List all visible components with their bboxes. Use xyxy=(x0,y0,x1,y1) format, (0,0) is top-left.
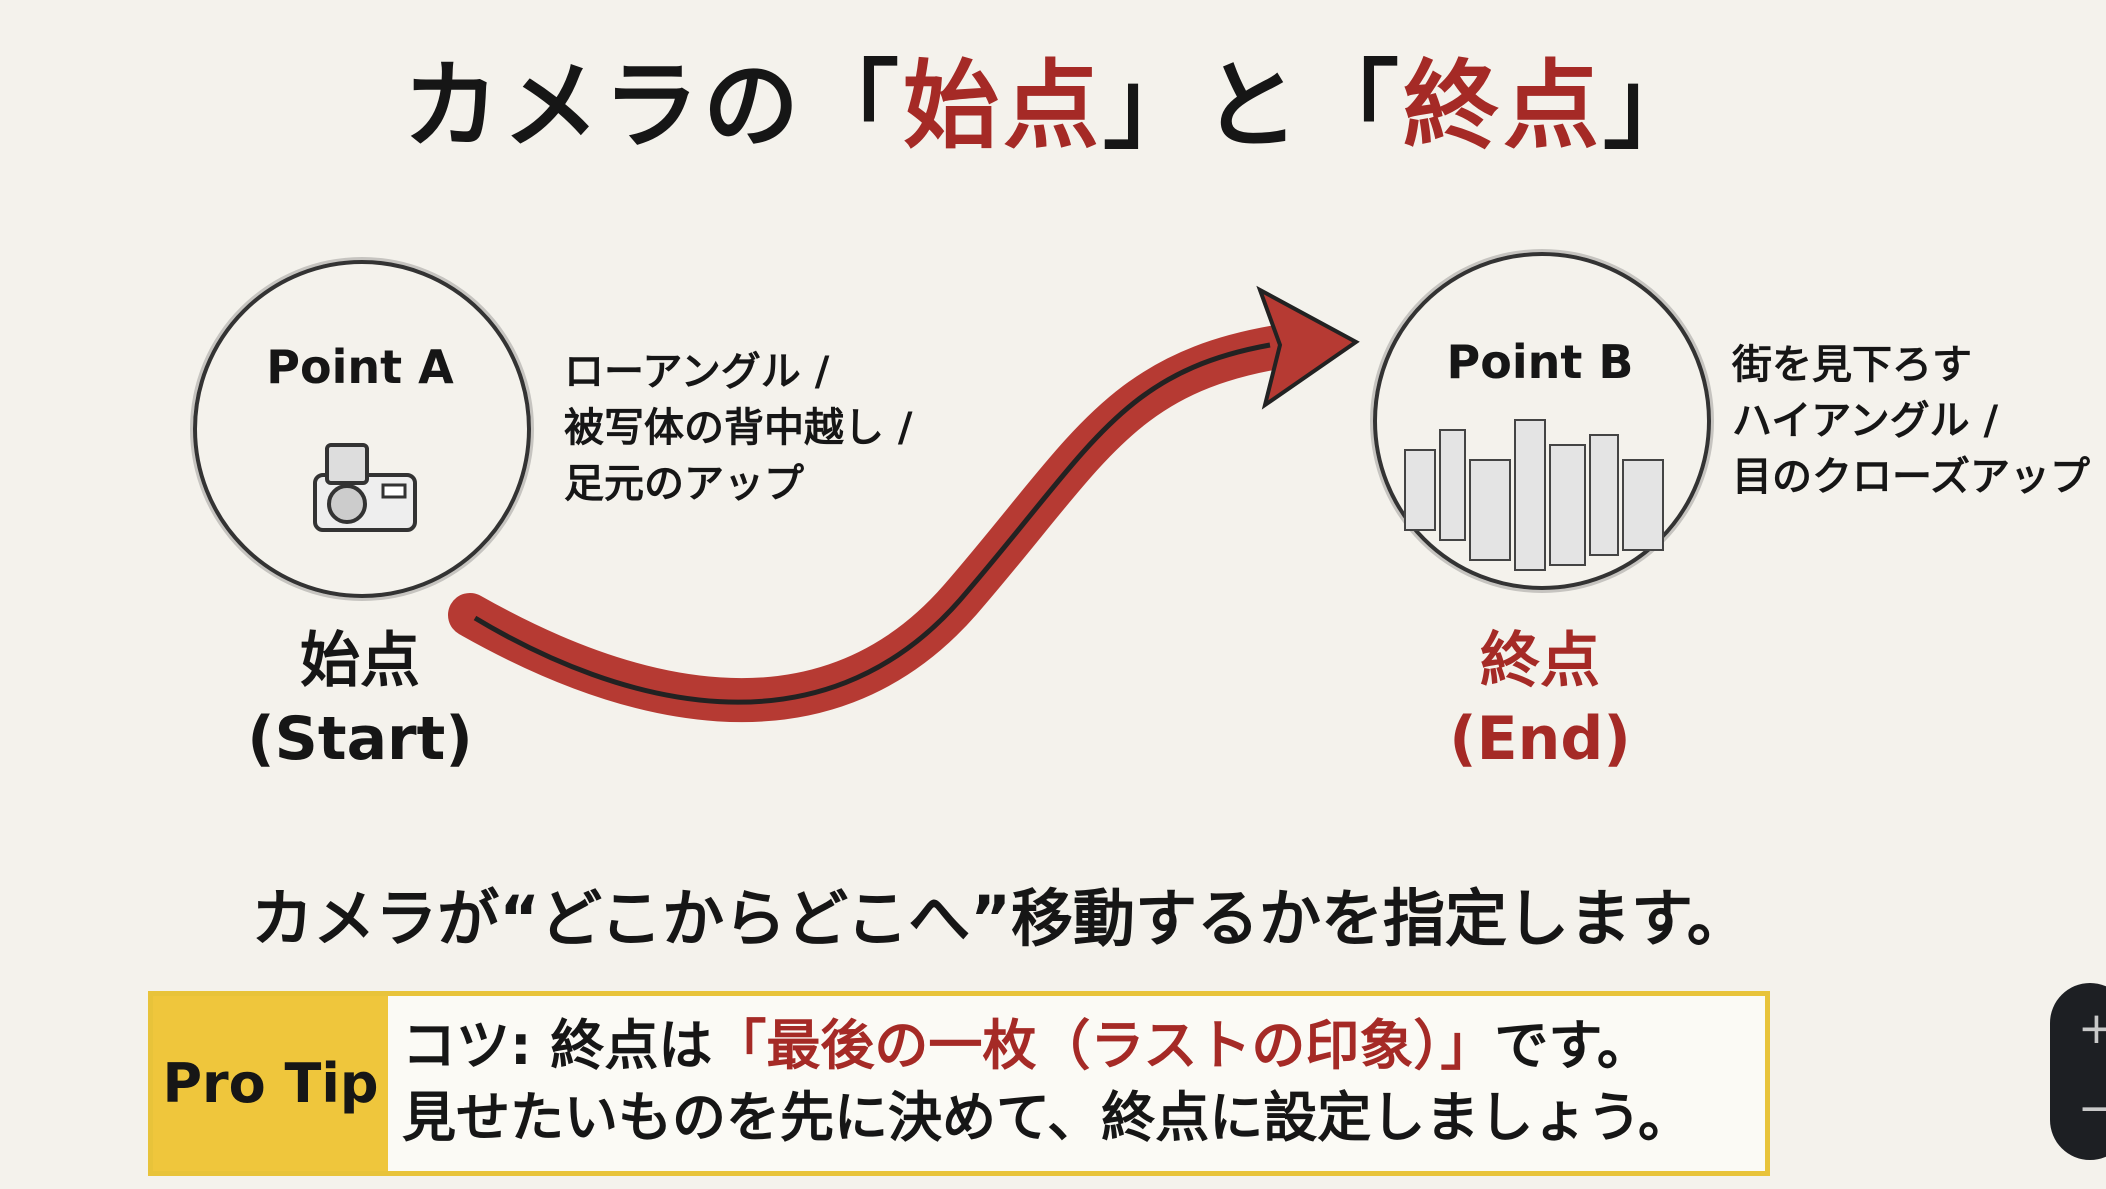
zoom-out-button[interactable]: − xyxy=(2078,1083,2106,1134)
page-title: カメラの「始点」と「終点」 xyxy=(0,28,2106,167)
tip-line1-highlight: 「最後の一枚（ラストの印象）」 xyxy=(712,1014,1495,1077)
title-suffix: 」 xyxy=(1603,50,1703,162)
title-end: 終点 xyxy=(1403,50,1603,162)
title-prefix: カメラの「 xyxy=(403,50,903,162)
point-a-name-en: (Start) xyxy=(247,704,473,774)
pro-tip-text: コツ: 終点は「最後の一枚（ラストの印象）」です。 見せたいものを先に決めて、終… xyxy=(388,996,1706,1171)
point-b-circle xyxy=(1373,252,1711,590)
cityscape-icon xyxy=(1404,419,1664,571)
pro-tip-label: Pro Tip xyxy=(153,996,388,1171)
subtitle: カメラが“どこからどこへ”移動するかを指定します。 xyxy=(251,882,1749,955)
point-b-name-en: (End) xyxy=(1449,704,1631,774)
tip-line1-suffix: です。 xyxy=(1494,1014,1651,1077)
pro-tip-box: Pro Tip コツ: 終点は「最後の一枚（ラストの印象）」です。 見せたいもの… xyxy=(148,991,1770,1176)
zoom-control: + − xyxy=(2050,983,2106,1160)
title-middle: 」と「 xyxy=(1103,50,1403,162)
point-a-description: ローアングル / 被写体の背中越し / 足元のアップ xyxy=(564,349,913,507)
zoom-in-button[interactable]: + xyxy=(2078,1003,2106,1054)
camera-icon xyxy=(313,443,417,532)
point-a-circle xyxy=(193,260,531,598)
point-b-label: Point B xyxy=(1446,335,1634,389)
tip-line2: 見せたいものを先に決めて、終点に設定しましょう。 xyxy=(402,1086,1693,1149)
point-b-name: 終点 xyxy=(1480,626,1600,696)
point-a-label: Point A xyxy=(266,340,454,394)
point-b-description: 街を見下ろす ハイアングル / 目のクローズアップ xyxy=(1732,342,2090,500)
title-start: 始点 xyxy=(903,50,1103,162)
point-a-name: 始点 xyxy=(300,626,420,696)
tip-line1-prefix: コツ: 終点は xyxy=(402,1014,713,1077)
